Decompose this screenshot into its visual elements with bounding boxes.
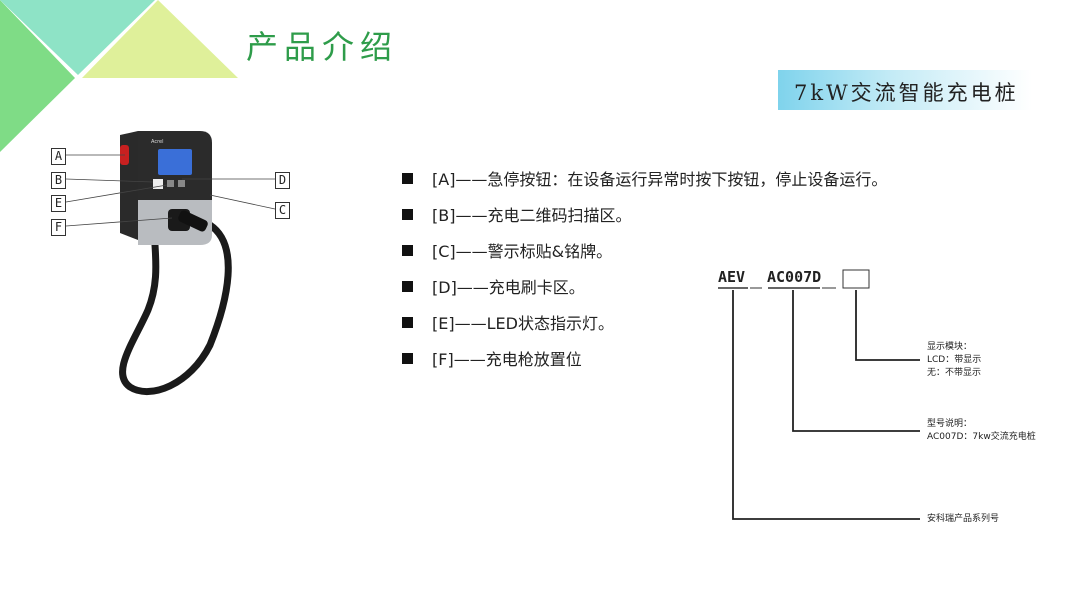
model-desc-line (792, 290, 920, 432)
leader-line-b (65, 178, 154, 183)
bullet-icon (402, 316, 413, 328)
list-item: [C]——警示标贴&铭牌。 (402, 232, 887, 268)
display-module-note: 显示模块： LCD：带显示 无：不带显示 (927, 342, 982, 378)
yellow-triangle (82, 0, 238, 78)
series-note: 安科瑞产品系列号 (927, 514, 1000, 524)
bullet-icon (402, 280, 413, 292)
series-line (732, 290, 920, 520)
leader-line-c (209, 194, 276, 210)
qr-code-icon (153, 179, 163, 189)
callout-d: D (275, 172, 290, 189)
feature-list: [A]——急停按钮：在设备运行异常时按下按钮，停止设备运行。 [B]——充电二维… (402, 160, 887, 376)
model-code-part2: AC007D (767, 268, 822, 286)
leader-line-f (65, 217, 173, 227)
callout-b: B (51, 172, 66, 189)
leader-line-e (65, 184, 168, 203)
charger-illustration: Acrel (65, 131, 276, 395)
bullet-icon (402, 244, 413, 256)
callout-c: C (275, 202, 290, 219)
model-desc-note: 型号说明： AC007D：7kw交流充电桩 (927, 419, 1036, 442)
teal-triangle (0, 0, 155, 75)
display-module-line (855, 290, 920, 361)
card-reader-icon (178, 180, 185, 187)
subtitle-banner (778, 70, 1032, 110)
list-item: [A]——急停按钮：在设备运行异常时按下按钮，停止设备运行。 (402, 160, 887, 196)
led-indicator-icon (167, 180, 174, 187)
page-title: 产品介绍 (246, 28, 399, 66)
lcd-screen (158, 149, 192, 175)
charging-gun (178, 210, 208, 232)
subtitle-text: 7kW交流智能充电桩 (794, 81, 1019, 105)
display-option-box (842, 269, 870, 289)
corner-decoration (0, 0, 238, 152)
bullet-icon (402, 172, 413, 184)
model-code-diagram (718, 269, 920, 520)
callout-e: E (51, 195, 66, 212)
callout-f: F (51, 219, 66, 236)
charging-cable (119, 221, 232, 395)
bullet-icon (402, 352, 413, 364)
green-triangle (0, 0, 75, 152)
callout-a: A (51, 148, 66, 165)
list-item: [D]——充电刷卡区。 (402, 268, 887, 304)
brand-logo: Acrel (151, 139, 164, 145)
model-code-part1: AEV (718, 268, 746, 286)
list-item: [F]——充电枪放置位 (402, 340, 887, 376)
bullet-icon (402, 208, 413, 220)
list-item: [B]——充电二维码扫描区。 (402, 196, 887, 232)
list-item: [E]——LED状态指示灯。 (402, 304, 887, 340)
